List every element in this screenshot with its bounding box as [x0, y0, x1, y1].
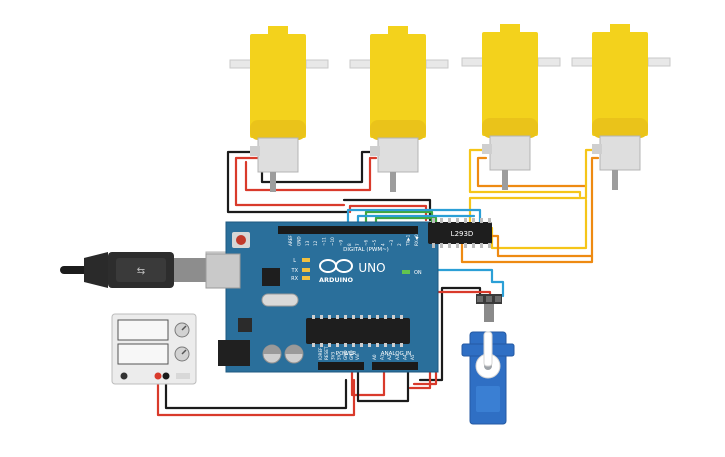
supply-switch [120, 372, 128, 380]
power-label: POWER [336, 351, 357, 357]
motor-gearbox [250, 34, 306, 138]
pin-label-digital-0: AREF [288, 235, 293, 246]
digital-header [278, 226, 418, 234]
control-wire-blue-1 [346, 208, 482, 232]
digital-label: DIGITAL (PWM~) [343, 247, 389, 253]
pin-label-digital-5: ~10 [330, 237, 335, 246]
motor3-wire-orange [476, 156, 588, 188]
atmega-chip [306, 318, 410, 344]
pin-label-digital-14: TX▶1 [406, 234, 411, 247]
pin-label-digital-11: 4 [380, 243, 385, 246]
supply-terminal-black [162, 372, 170, 380]
led-tx-label: TX [291, 268, 299, 274]
pin-label-power-5: GND [349, 350, 354, 360]
pin-label-digital-10: ~5 [372, 239, 377, 246]
pin-label-power-3: 5V [337, 354, 342, 360]
power-wire-red [350, 366, 386, 397]
motors [229, 24, 671, 192]
analog-header [372, 362, 418, 370]
driver-wire-yellow [482, 198, 588, 250]
pin-label-digital-7: 8 [347, 243, 352, 246]
pin-label-analog-3: A3 [395, 354, 400, 360]
pin-label-analog-1: A1 [380, 354, 385, 360]
pin-label-digital-6: ~9 [338, 239, 343, 246]
usb-cable-icon[interactable]: ⇆ [60, 251, 233, 289]
supply-terminal-red [154, 372, 162, 380]
led-on-label: ON [414, 270, 422, 276]
pin-label-analog-0: A0 [372, 354, 377, 360]
motor4-wire-orange [460, 156, 600, 264]
pin-label-analog-2: A2 [387, 354, 392, 360]
supply-wire-red [156, 376, 356, 417]
pin-label-digital-12: ~3 [389, 239, 394, 246]
pin-label-analog-4: A4 [402, 354, 407, 360]
power-header [318, 362, 364, 370]
dc-motor-4[interactable] [571, 24, 671, 190]
dc-motor-2[interactable] [349, 26, 449, 192]
pin-label-digital-1: GND [296, 236, 301, 246]
driver-wire-black-a [342, 198, 432, 222]
supply-display-2 [117, 343, 169, 365]
svg-text:⇆: ⇆ [137, 266, 145, 277]
servo-wire-black [418, 286, 482, 382]
arduino-uno[interactable]: ARDUINO UNO DIGITAL (PWM~) POWER ANALOG … [205, 221, 439, 373]
brand-label: ARDUINO [319, 276, 354, 284]
motor-can [257, 137, 299, 173]
motor-shaft-right [305, 59, 329, 69]
pin-label-digital-8: 7 [355, 243, 360, 246]
power-wire-black [356, 368, 410, 403]
crystal [261, 293, 299, 307]
supply-display-1 [117, 319, 169, 341]
driver-chip-label: L293D [451, 230, 474, 238]
dc-motor-1[interactable] [229, 26, 329, 192]
motor2-wire-black [260, 150, 378, 184]
model-label: UNO [358, 261, 385, 275]
pin-label-power-6: Vin [355, 353, 360, 360]
pin-label-power-4: GND [343, 350, 348, 360]
pin-label-power-2: 3V3 [330, 351, 335, 360]
micro-servo-icon[interactable] [461, 294, 515, 425]
pin-label-power-1: RESET [324, 346, 329, 360]
supply-wire-black [164, 376, 348, 410]
motor2-wire-red [244, 156, 378, 192]
pin-label-analog-5: A5 [410, 354, 415, 360]
arduino-logo [319, 259, 353, 273]
motor1-wire-red [234, 156, 346, 207]
led-l-label: L [293, 258, 296, 264]
pin-label-digital-15: RX◀0 [414, 234, 419, 246]
usb-jack [205, 253, 241, 289]
pin-label-digital-3: 12 [313, 240, 318, 246]
driver-wire-orange [482, 234, 594, 258]
motor-shaft-left [229, 59, 253, 69]
analog-label: ANALOG IN [381, 351, 412, 357]
l293d-driver[interactable]: L293D [428, 218, 492, 248]
pin-label-digital-9: ~6 [364, 239, 369, 246]
motor3-wire-yellow [468, 148, 582, 198]
pin-label-power-0: IOREF [318, 347, 323, 360]
usb-chip [262, 268, 280, 286]
pin-label-digital-13: 2 [397, 243, 402, 246]
dc-motor-3[interactable] [461, 24, 561, 190]
pin-label-digital-2: 13 [305, 240, 310, 246]
led-rx-label: RX [291, 276, 298, 282]
dc-jack [218, 340, 250, 366]
bench-power-supply-icon[interactable] [111, 313, 197, 385]
pin-label-digital-4: ~11 [322, 237, 327, 246]
motor1-wire-black [226, 150, 350, 214]
